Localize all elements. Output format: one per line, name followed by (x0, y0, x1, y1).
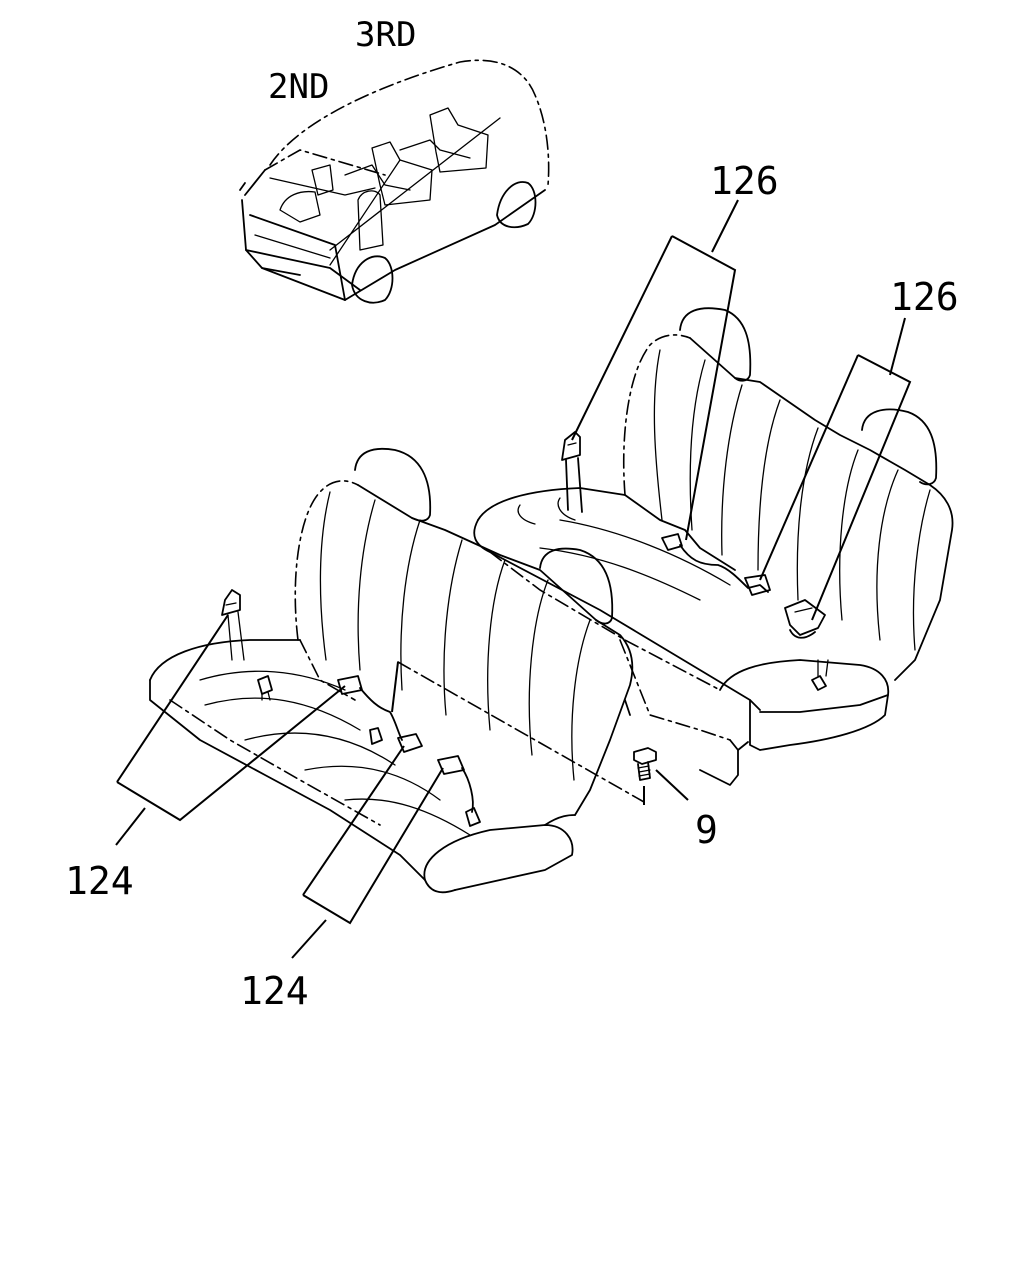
third-row-seat (473, 307, 954, 786)
label-2nd-row: 2ND (268, 67, 329, 107)
callout-124-second-row-center: 124 (240, 969, 309, 1013)
van-inset: 3RD 2ND (239, 15, 550, 304)
callout-9-bolt: 9 (695, 808, 718, 852)
callout-126-third-row-right: 126 (890, 275, 959, 319)
callout-124-second-row-left: 124 (65, 859, 134, 903)
callout-126-third-row-left: 126 (710, 159, 779, 203)
callout-labels: 126 126 124 124 9 (65, 159, 959, 1013)
label-3rd-row: 3RD (355, 15, 416, 55)
bolt-part (633, 747, 657, 781)
second-row-seat (149, 448, 634, 894)
leader-lines (115, 199, 912, 959)
